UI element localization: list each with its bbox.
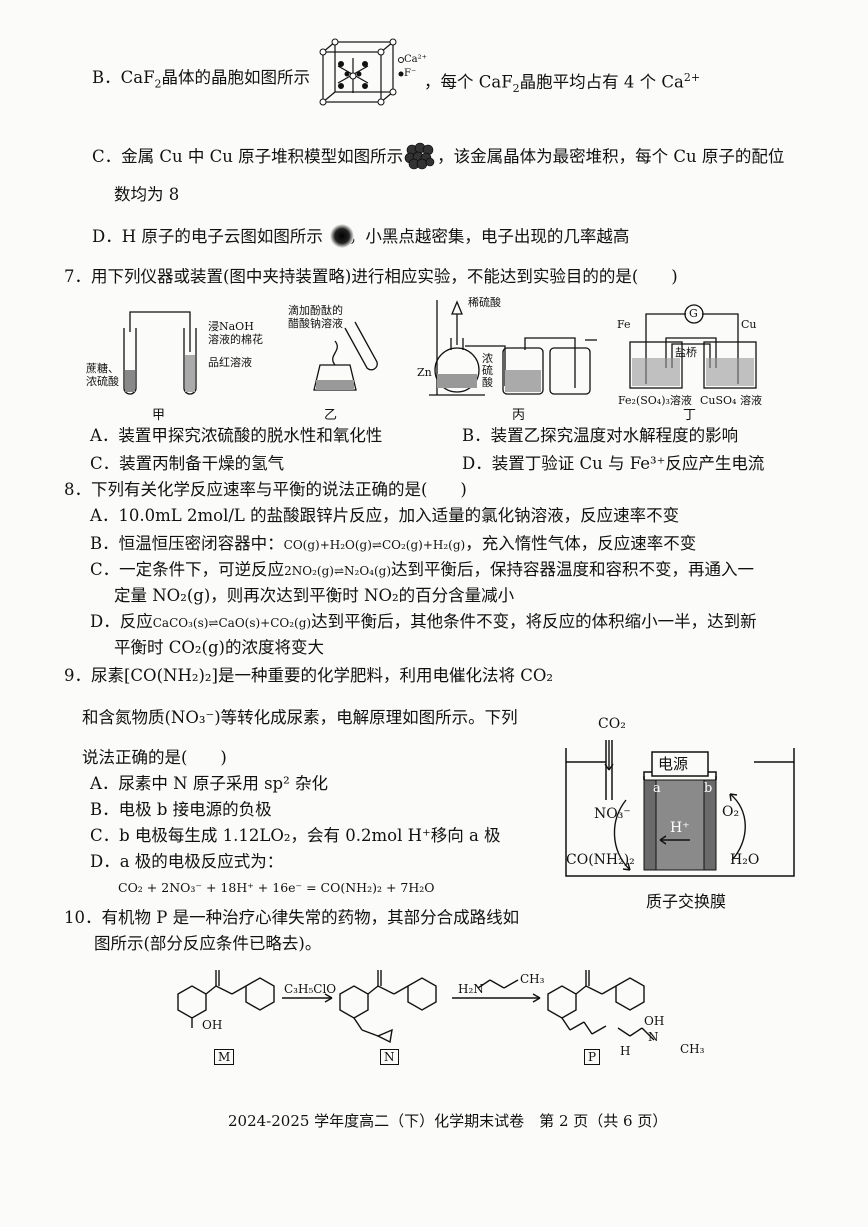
q8-option-c-line2: 定量 NO₂(g)，则再次达到平衡时 NO₂的百分含量减小 (114, 586, 515, 605)
fig-urea-label: CO(NH₂)₂ (566, 852, 635, 868)
q7-option-c: C．装置丙制备干燥的氢气 (90, 454, 285, 473)
q9-stem-2: 和含氮物质(NO₃⁻)等转化成尿素，电解原理如图所示。下列 (82, 708, 518, 727)
m-oh-label: OH (202, 1018, 223, 1032)
q9-option-a: A．尿素中 N 原子采用 sp² 杂化 (90, 774, 328, 793)
apparatus-yi (313, 321, 378, 391)
q8-option-a: A．10.0mL 2mol/L 的盐酸跟锌片反应，加入适量的氯化钠溶液，反应速率… (90, 506, 680, 525)
compound-m-label: M (214, 1046, 235, 1065)
q7-option-b: B．装置乙探究温度对水解程度的影响 (462, 426, 739, 445)
apparatus-jia (123, 311, 197, 395)
fig-electrode-a: a (653, 781, 661, 796)
q6-option-c: C．金属 Cu 中 Cu 原子堆积模型如图所示，该金属晶体为最密堆积，每个 Cu… (92, 147, 785, 166)
fig-o2-label: O₂ (722, 804, 740, 820)
q10-stem-1: 10．有机物 P 是一种治疗心律失常的药物，其部分合成路线如 (64, 908, 520, 927)
q9-stem-3: 说法正确的是( ) (82, 748, 227, 767)
electron-cloud-icon (330, 224, 354, 248)
q8-option-b: B．恒温恒压密闭容器中：CO(g)+H₂O(g)⇌CO₂(g)+H₂(g)，充入… (90, 534, 697, 553)
q6-option-d: D．H 原子的电子云图如图所示，小黑点越密集，电子出现的几率越高 (92, 227, 630, 246)
caption-yi: 乙 (324, 408, 338, 423)
q7-option-a: A．装置甲探究浓硫酸的脱水性和氧化性 (90, 426, 383, 445)
q10-stem-2: 图所示(部分反应条件已略去)。 (94, 934, 322, 953)
q8-option-c: C．一定条件下，可逆反应2NO₂(g)⇌N₂O₄(g)达到平衡后，保持容器温度和… (90, 560, 755, 579)
q9-option-d: D．a 极的电极反应式为： (90, 852, 284, 871)
reagent-2-h2n: H₂N (458, 982, 484, 996)
q6-option-b: B．CaF2晶体的晶胞如图所示 (92, 68, 311, 91)
synthesis-route-diagram (177, 970, 655, 1044)
p-ch3-label: CH₃ (680, 1042, 705, 1056)
q6-option-c-line2: 数均为 8 (114, 185, 180, 204)
q9-option-d-equation: CO₂ + 2NO₃⁻ + 18H⁺ + 16e⁻ = CO(NH₂)₂ + 7… (118, 880, 435, 895)
fig-electrode-b: b (704, 781, 713, 796)
legend-ca: Ca²⁺ (404, 54, 427, 65)
fig-co2-label: CO₂ (598, 716, 626, 732)
q7-stem: 7．用下列仪器或装置(图中夹持装置略)进行相应实验，不能达到实验目的的是( ) (64, 267, 678, 286)
q8-option-d: D．反应CaCO₃(s)⇌CaO(s)+CO₂(g)达到平衡后，其他条件不变，将… (90, 612, 757, 631)
compound-p-label: P (584, 1046, 601, 1065)
q9-option-b: B．电极 b 接电源的负极 (90, 800, 272, 819)
caf2-unit-cell-figure (319, 38, 404, 106)
fig-membrane-caption: 质子交换膜 (646, 892, 727, 911)
reagent-1: C₃H₅ClO (284, 982, 337, 996)
fig-no3-label: NO₃⁻ (594, 806, 631, 822)
apparatus-bing (429, 300, 597, 396)
reagent-2-ch3: CH₃ (520, 972, 545, 986)
q8-stem: 8．下列有关化学反应速率与平衡的说法正确的是( ) (64, 480, 467, 499)
caption-ding: 丁 (683, 408, 697, 423)
caption-jia: 甲 (152, 408, 166, 423)
q8-option-d-line2: 平衡时 CO₂(g)的浓度将变大 (114, 638, 324, 657)
q9-option-c: C．b 电极每生成 1.12LO₂，会有 0.2mol H⁺移向 a 极 (90, 826, 501, 845)
p-h-label: H (620, 1044, 631, 1058)
legend-f: F⁻ (404, 68, 417, 79)
page-footer: 2024-2025 学年度高二（下）化学期末试卷 第 2 页（共 6 页） (228, 1112, 668, 1130)
fig-hplus-label: H⁺ (670, 820, 690, 836)
p-n-label: N (648, 1030, 659, 1044)
caption-bing: 丙 (512, 408, 526, 423)
q6-option-b-tail: ，每个 CaF2晶胞平均占有 4 个 Ca2+ (424, 71, 701, 95)
fig-power-label: 电源 (658, 755, 689, 773)
cu-packing-model-icon (404, 142, 435, 170)
q9-stem-1: 9．尿素[CO(NH₂)₂]是一种重要的化学肥料，利用电催化法将 CO₂ (64, 666, 553, 685)
compound-n-label: N (380, 1046, 399, 1065)
q7-option-d: D．装置丁验证 Cu 与 Fe³⁺反应产生电流 (462, 454, 765, 473)
fig-h2o-label: H₂O (730, 852, 760, 868)
electrolysis-cell-diagram (565, 740, 795, 877)
apparatus-ding (629, 304, 757, 389)
p-oh-label: OH (644, 1014, 665, 1028)
